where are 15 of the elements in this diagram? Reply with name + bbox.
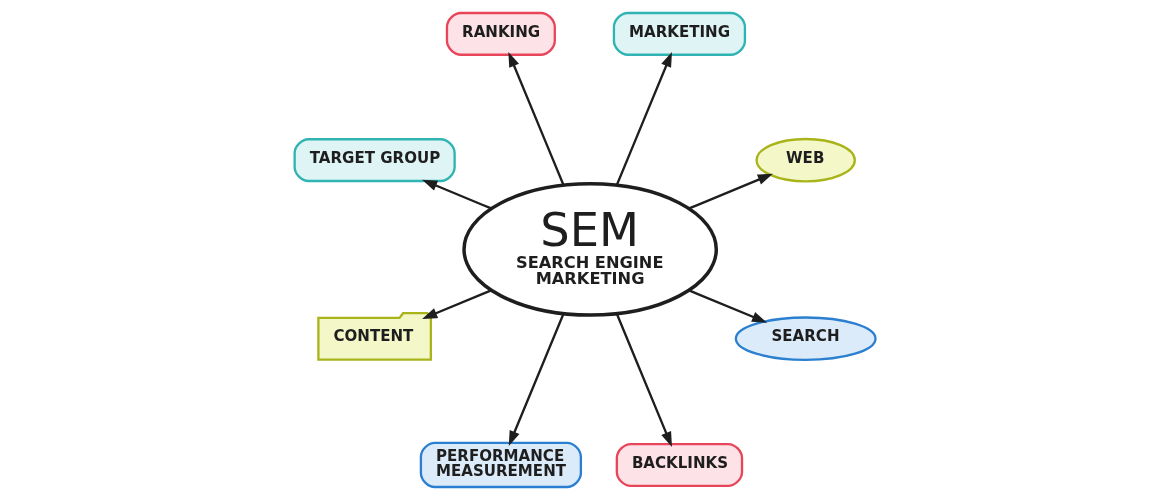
node-box: MARKETING <box>612 11 747 56</box>
node-box: TARGET GROUP <box>293 138 456 183</box>
arrow <box>508 313 565 446</box>
arrow <box>422 179 492 210</box>
arrow <box>422 289 492 320</box>
node-box: RANKING <box>445 11 556 56</box>
node-box: BACKLINKS <box>615 442 744 487</box>
arrow <box>615 313 672 447</box>
node-box: PERFORMANCE MEASUREMENT <box>419 441 583 489</box>
arrow <box>508 51 565 186</box>
arrow <box>615 51 672 186</box>
node-ellipse: SEARCH <box>734 316 877 362</box>
arrow <box>688 173 773 210</box>
node-ellipse: SEM SEARCH ENGINE MARKETING <box>462 182 718 317</box>
arrow <box>688 289 768 323</box>
